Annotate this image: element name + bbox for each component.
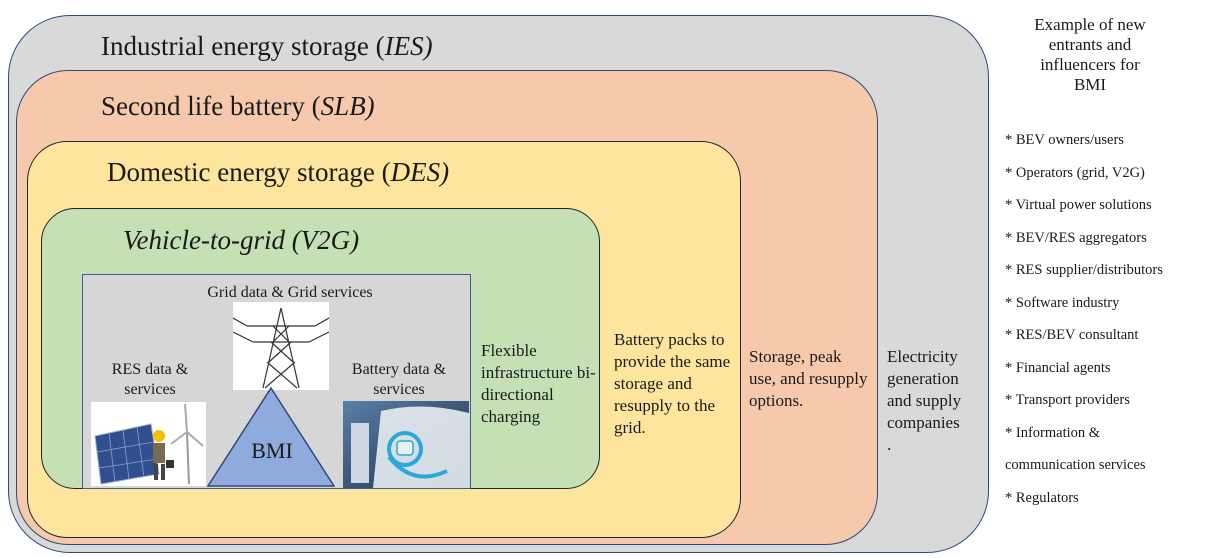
grid-label: Grid data & Grid services (207, 284, 373, 301)
ev-charging-icon (343, 401, 469, 488)
battery-label: Battery data &services (351, 361, 447, 398)
v2g-description: Flexible infrastructure bi-directional c… (481, 341, 596, 426)
slb-title: Second life battery (SLB) (101, 91, 375, 121)
entrant-item: * Transport providers (1005, 392, 1130, 408)
entrants-list: * BEV owners/users * Operators (grid, V2G… (1005, 132, 1205, 522)
entrant-item: * BEV owners/users (1005, 132, 1124, 148)
entrant-item: * Virtual power solutions (1005, 197, 1152, 213)
transmission-tower-icon (233, 302, 329, 390)
res-label: RES data &services (111, 361, 189, 398)
v2g-title: Vehicle-to-grid (V2G) (123, 225, 360, 255)
entrant-item: * BEV/RES aggregators (1005, 229, 1147, 246)
des-description: Battery packs to provide the same storag… (614, 330, 731, 437)
entrant-item: * Financial agents (1005, 359, 1111, 376)
entrant-item: * Information & (1005, 424, 1101, 441)
des-title: Domestic energy storage (DES) (107, 157, 450, 187)
ies-title: Industrial energy storage (IES) (101, 31, 433, 61)
bmi-triangle (206, 386, 336, 487)
entrant-item: communication services (1005, 457, 1146, 473)
bmi-label: BMI (251, 438, 293, 463)
entrant-item: * Regulators (1005, 489, 1079, 506)
entrants-heading: Example of new entrants and influencers … (1034, 15, 1146, 94)
ies-description: Electricity generation and supply compan… (887, 347, 962, 454)
slb-description: Storage, peak use, and resupply options. (749, 347, 868, 410)
solar-wind-icon (91, 402, 206, 486)
entrant-item: * Operators (grid, V2G) (1005, 164, 1145, 181)
entrant-item: * RES/BEV consultant (1005, 327, 1139, 343)
entrant-item: * RES supplier/distributors (1005, 262, 1163, 278)
entrant-item: * Software industry (1005, 294, 1120, 311)
